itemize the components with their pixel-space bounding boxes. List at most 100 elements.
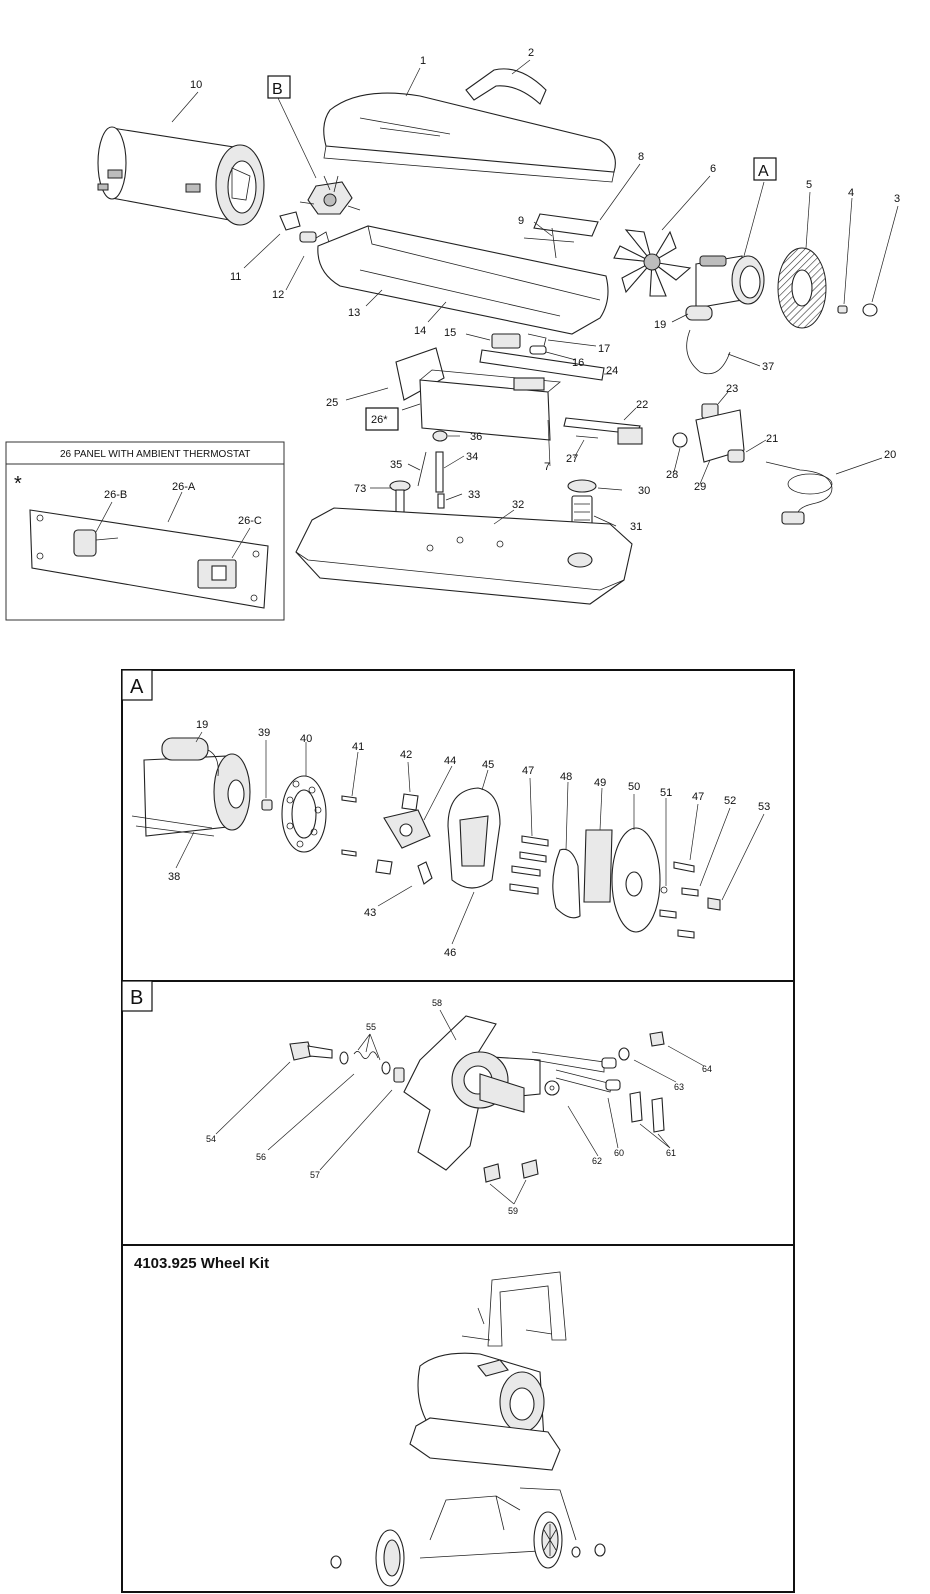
main-leader-lines: [171, 59, 899, 527]
callout-box-A: A: [753, 157, 777, 181]
label-12: 12: [272, 289, 284, 301]
section-B-labels: 58 55 54 56 57 59 62 60 61 63 64: [206, 998, 712, 1216]
part-20-power-cord: [765, 461, 833, 525]
part-4-nut: [837, 305, 848, 314]
label-23: 23: [726, 383, 738, 395]
label-24: 24: [606, 365, 618, 377]
part-36-grommet: [432, 430, 448, 442]
label-27: 27: [566, 453, 578, 465]
label-26-C: 26-C: [238, 515, 262, 527]
wheel-left: [375, 1529, 405, 1587]
section-A-leaders: [175, 731, 765, 945]
a-label-41: 41: [352, 741, 364, 753]
a-label-47b: 47: [692, 791, 704, 803]
a-label-19: 19: [196, 719, 208, 731]
main-labels: 1 2 3 4 5 6 8 9 10 11 12 13 14 15 16 17 …: [190, 47, 900, 533]
b-label-54: 54: [206, 1134, 216, 1144]
part-33-pickup: [437, 493, 445, 509]
label-20: 20: [884, 449, 896, 461]
part-6-fan: [613, 229, 692, 297]
label-14: 14: [414, 325, 426, 337]
label-15: 15: [444, 327, 456, 339]
a-label-53: 53: [758, 801, 770, 813]
label-29: 29: [694, 481, 706, 493]
a-label-52: 52: [724, 795, 736, 807]
wheel-right: [533, 1511, 563, 1569]
label-19: 19: [654, 319, 666, 331]
a-label-43: 43: [364, 907, 376, 919]
part-28-grommet: [672, 432, 688, 448]
part-24-plate: [479, 349, 605, 381]
part-5-grille: [777, 247, 827, 329]
a-label-49: 49: [594, 777, 606, 789]
label-1: 1: [420, 55, 426, 67]
section-A-letter: A: [130, 676, 144, 698]
a-label-40: 40: [300, 733, 312, 745]
label-7: 7: [544, 461, 550, 473]
part-10-rear-housing: [97, 126, 265, 226]
section-B-burner-detail: [289, 1015, 665, 1183]
b-label-62: 62: [592, 1156, 602, 1166]
part-27-pin: [575, 435, 599, 439]
part-30-31-filler: [567, 479, 597, 527]
label-30: 30: [638, 485, 650, 497]
callout-box-B: B: [267, 75, 291, 99]
section-frames: [121, 669, 795, 1593]
part-13-bottom-shell: [317, 225, 609, 335]
part-21-cable-gland: [727, 449, 745, 463]
b-label-55: 55: [366, 1022, 376, 1032]
a-label-45: 45: [482, 759, 494, 771]
b-label-59: 59: [508, 1206, 518, 1216]
main-exploded-view: 1 2 3 4 5 6 8 9 10 11 12 13 14 15 16 17 …: [97, 47, 900, 605]
label-16: 16: [572, 357, 584, 369]
b-label-56: 56: [256, 1152, 266, 1162]
section-B-leaders: [215, 1009, 705, 1205]
label-8: 8: [638, 151, 644, 163]
part-8-9-bracket: [523, 213, 599, 259]
b-label-58: 58: [432, 998, 442, 1008]
inset-asterisk: *: [14, 473, 22, 495]
label-26-A: 26-A: [172, 481, 196, 493]
label-13: 13: [348, 307, 360, 319]
b-label-60: 60: [614, 1148, 624, 1158]
b-label-61: 61: [666, 1148, 676, 1158]
part-35-hose: [417, 451, 427, 487]
part-73-cap: [389, 480, 411, 517]
label-35: 35: [390, 459, 402, 471]
inset-title: 26 PANEL WITH AMBIENT THERMOSTAT: [60, 449, 250, 460]
a-label-44: 44: [444, 755, 456, 767]
label-32: 32: [512, 499, 524, 511]
part-3-cap: [862, 303, 878, 317]
a-label-38: 38: [168, 871, 180, 883]
label-22: 22: [636, 399, 648, 411]
wheel-kit-title: 4103.925 Wheel Kit: [134, 1255, 269, 1272]
label-21: 21: [766, 433, 778, 445]
b-label-64: 64: [702, 1064, 712, 1074]
part-11-12-fittings: [279, 211, 331, 247]
label-3: 3: [894, 193, 900, 205]
a-label-42: 42: [400, 749, 412, 761]
part-32-fuel-tank: [295, 507, 633, 605]
part-25-bracket: [395, 347, 445, 401]
inset-part-26-C: [197, 559, 237, 589]
part-34-tube: [435, 451, 444, 493]
part-1-top-shell: [323, 92, 616, 183]
a-label-46: 46: [444, 947, 456, 959]
label-6: 6: [710, 163, 716, 175]
section-A-labels: 19 39 40 41 42 44 45 47 48 49 50 51 47 5…: [168, 719, 770, 959]
svg-text:A: A: [758, 163, 769, 180]
svg-text:26*: 26*: [371, 414, 388, 426]
label-34: 34: [466, 451, 478, 463]
b-label-57: 57: [310, 1170, 320, 1180]
inset-part-26-B: [73, 529, 119, 557]
part-2-handle: [465, 68, 547, 105]
label-26-B: 26-B: [104, 489, 127, 501]
part-26-control-panel: [419, 369, 561, 441]
a-label-48: 48: [560, 771, 572, 783]
label-17: 17: [598, 343, 610, 355]
svg-text:B: B: [272, 81, 283, 98]
label-25: 25: [326, 397, 338, 409]
label-36: 36: [470, 431, 482, 443]
a-label-50: 50: [628, 781, 640, 793]
a-label-51: 51: [660, 787, 672, 799]
